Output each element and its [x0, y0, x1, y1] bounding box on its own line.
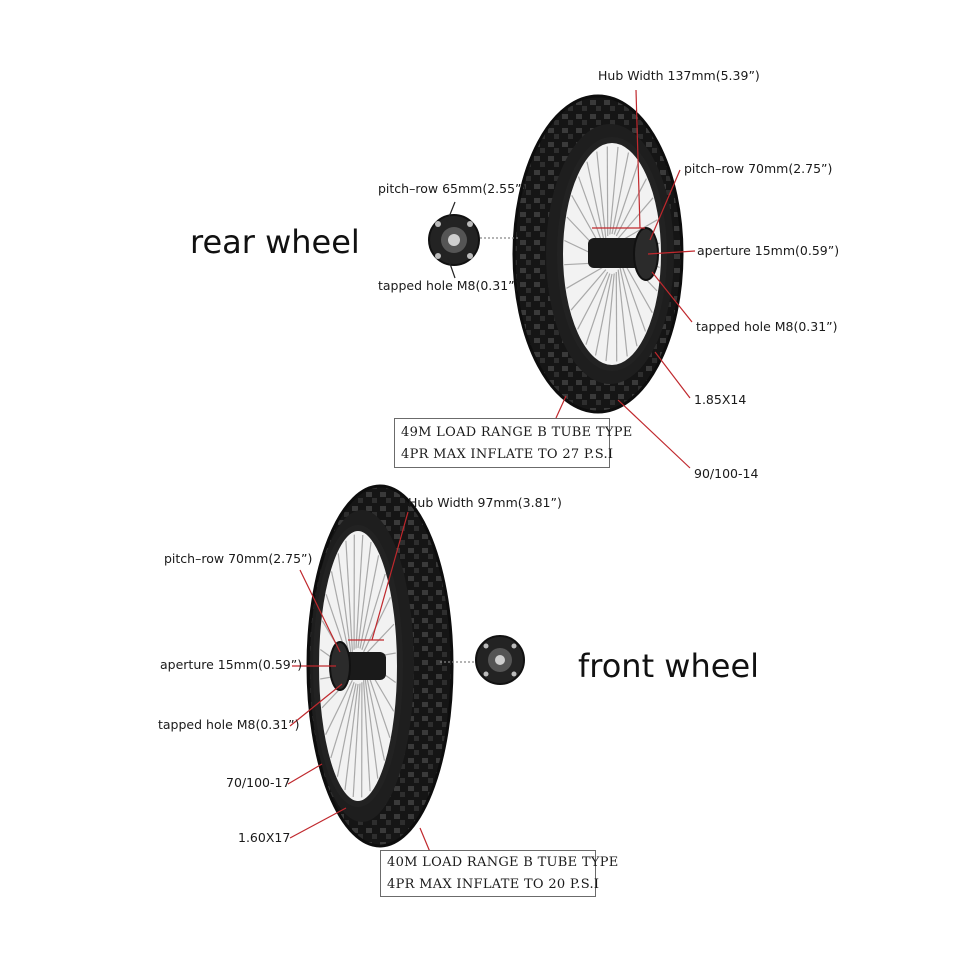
spoke [364, 677, 379, 779]
spoke [605, 273, 615, 362]
front-tapped-hole-label: tapped hole M8(0.31”) [158, 717, 300, 732]
leader-front-tire-size [287, 763, 323, 785]
leader-front-tapped-hole [289, 683, 343, 727]
spoke [617, 269, 628, 357]
spoke [357, 541, 372, 649]
spoke [611, 152, 630, 235]
spoke [570, 269, 607, 311]
rear-axle [588, 238, 646, 268]
front-rim-size-label: 1.60X17 [238, 830, 291, 845]
rear-aperture-label: aperture 15mm(0.59”) [697, 243, 840, 258]
rear-tire-size-label: 90/100-14 [694, 466, 759, 481]
leader-rear-small-pitch [446, 201, 456, 223]
leader-front-spec-box [419, 827, 431, 853]
spoke [613, 163, 639, 235]
spoke [577, 271, 609, 330]
spoke [361, 573, 386, 650]
front-spec-line1: 40M LOAD RANGE B TUBE TYPE [387, 855, 619, 870]
rear-hub-detail [428, 214, 480, 266]
spoke [359, 555, 380, 649]
spoke [352, 683, 361, 798]
spoke [619, 266, 638, 347]
spoke [566, 265, 605, 289]
spoke [337, 553, 352, 655]
rear-hub-width-label: Hub Width 137mm(5.39”) [598, 68, 760, 83]
rear-tapped-hole-label: tapped hole M8(0.31”) [696, 319, 838, 334]
spoke [325, 679, 353, 735]
spoke [617, 197, 654, 239]
leader-rear-tapped-hole [651, 271, 693, 323]
rear-rim-size-label: 1.85X14 [694, 392, 747, 407]
spoke [596, 151, 607, 239]
spoke [615, 178, 647, 237]
front-tire-size-label: 70/100-17 [226, 775, 291, 790]
spoke [345, 540, 353, 652]
front-pitch-row-label: pitch–row 70mm(2.75”) [164, 551, 313, 566]
front-spec-box: 40M LOAD RANGE B TUBE TYPE 4PR MAX INFLA… [380, 850, 618, 897]
leader-front-pitch-row [299, 569, 341, 653]
rear-wheel-title: rear wheel [190, 223, 360, 261]
rear-pitch-row-label: pitch–row 70mm(2.75”) [684, 161, 833, 176]
rear-hub-flange [633, 227, 659, 281]
rear-small-tapped-hole-label: tapped hole M8(0.31”) [378, 278, 520, 293]
spoke [365, 673, 386, 761]
rear-spec-line2: 4PR MAX INFLATE TO 27 P.S.I [401, 447, 614, 462]
leader-rear-pitch-row [649, 169, 681, 241]
leader-rear-spec-box [555, 395, 567, 419]
spoke [366, 669, 391, 738]
front-aperture-label: aperture 15mm(0.59”) [160, 657, 303, 672]
leader-rear-aperture [647, 250, 696, 255]
spoke [363, 597, 391, 653]
rear-spec-line1: 49M LOAD RANGE B TUBE TYPE [401, 425, 633, 440]
spoke [336, 683, 357, 777]
spoke [330, 682, 355, 759]
spoke [619, 219, 658, 243]
leader-front-rim-size [289, 807, 347, 839]
spoke [577, 176, 604, 246]
spoke [330, 571, 351, 659]
leader-lines [287, 89, 696, 853]
leader-rear-hub-width [635, 89, 641, 229]
spoke [594, 273, 613, 356]
spoke [609, 146, 619, 235]
front-spec-line2: 4PR MAX INFLATE TO 20 P.S.I [387, 877, 600, 892]
front-hub-width-label: Hub Width 97mm(3.81”) [408, 495, 562, 510]
rear-spec-box: 49M LOAD RANGE B TUBE TYPE 4PR MAX INFLA… [394, 418, 632, 468]
spoke [585, 273, 611, 345]
rear-wheel-image [428, 94, 684, 414]
rear-small-pitch-row-label: pitch–row 65mm(2.55”) [378, 181, 527, 196]
spoke [355, 534, 364, 649]
spoke [344, 683, 359, 791]
spoke [363, 680, 371, 792]
front-spokes [319, 534, 397, 798]
front-wheel-image [306, 484, 525, 848]
spoke [620, 262, 647, 332]
front-wheel-title: front wheel [578, 647, 760, 685]
front-hub-detail [475, 635, 525, 685]
leader-rear-small-tapped [447, 257, 456, 279]
leader-rear-rim-size [654, 351, 691, 399]
leader-front-hub-width [371, 511, 409, 641]
leader-rear-tire-size [617, 399, 691, 469]
